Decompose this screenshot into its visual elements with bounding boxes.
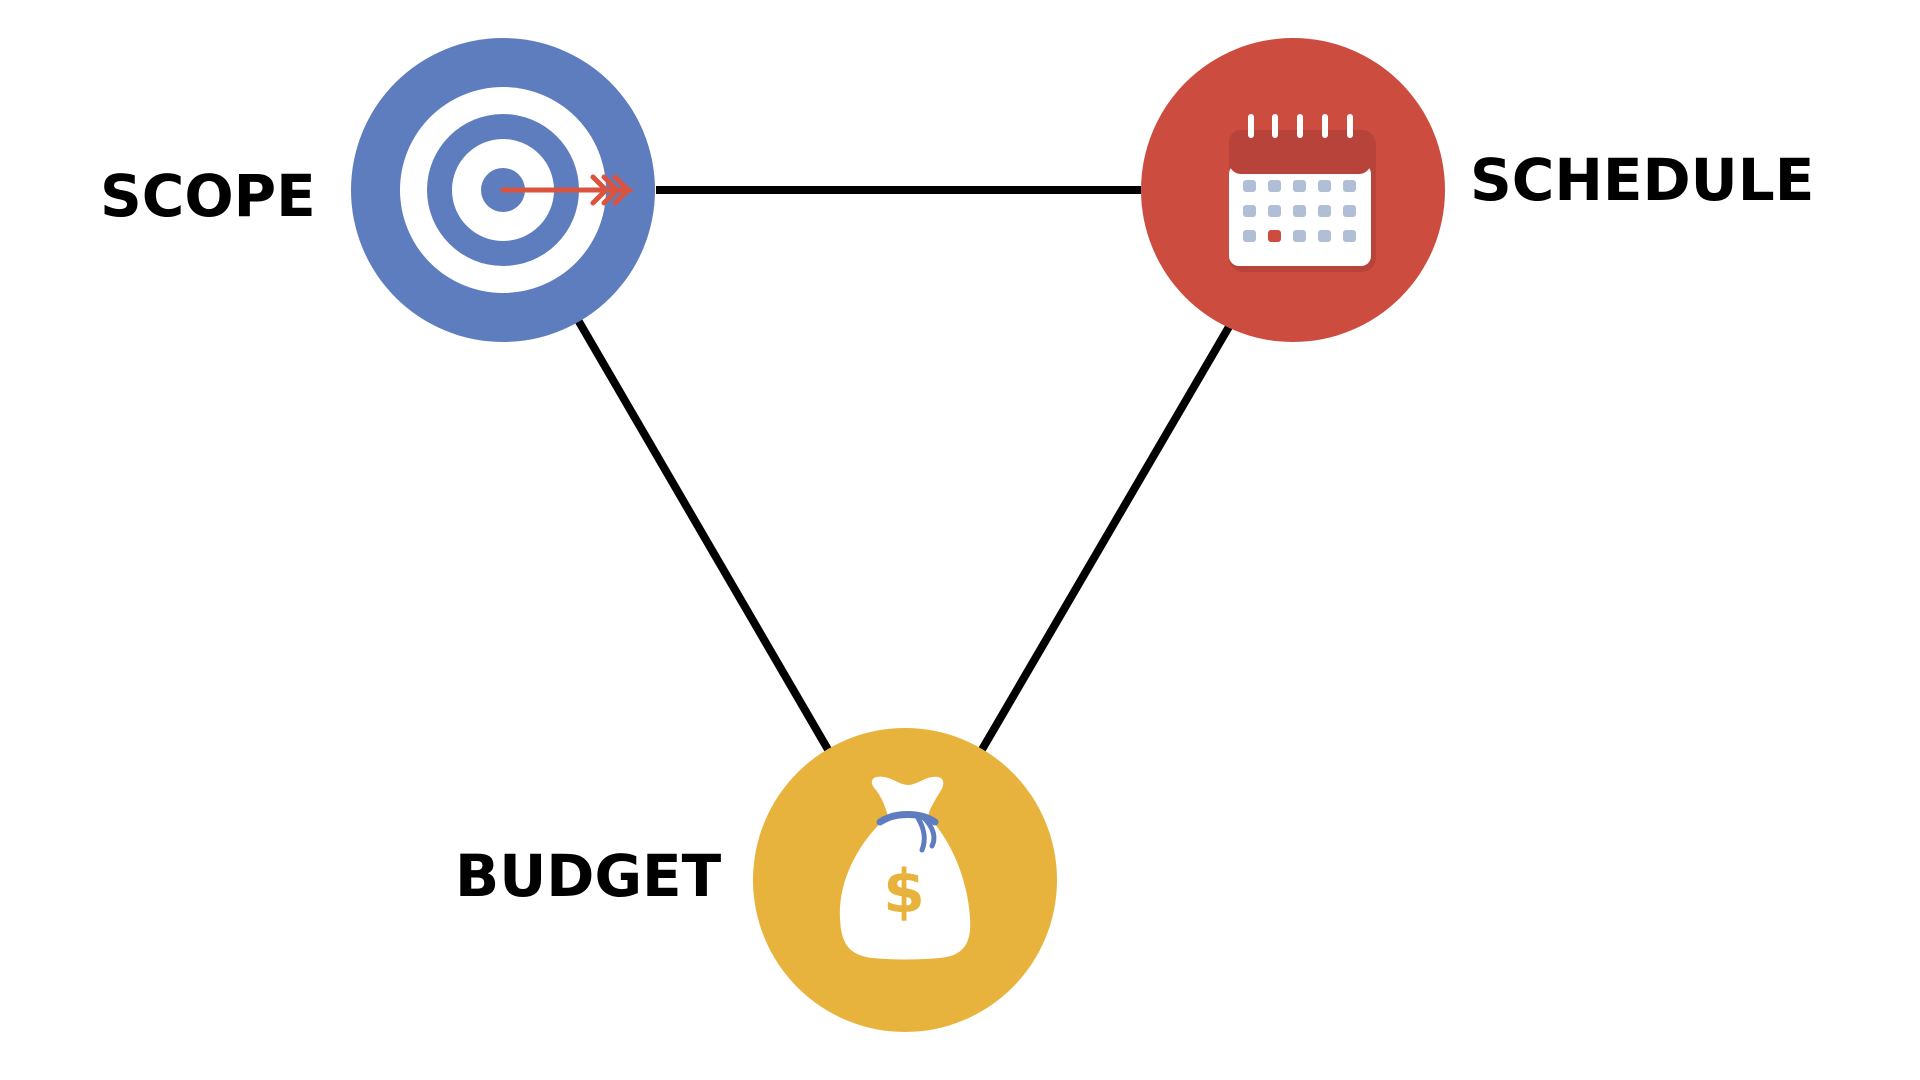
- target-arrow-icon: [400, 87, 633, 293]
- svg-text:$: $: [883, 857, 925, 927]
- budget-label: BUDGET: [455, 842, 722, 910]
- budget-node: $: [753, 728, 1057, 1032]
- scope-node: [351, 38, 655, 342]
- edge-schedule-budget: [976, 322, 1234, 756]
- edge-scope-budget: [574, 317, 834, 756]
- money-bag-icon: $: [839, 776, 971, 960]
- schedule-label: SCHEDULE: [1470, 146, 1814, 214]
- schedule-node: [1141, 38, 1445, 342]
- scope-label: SCOPE: [100, 162, 316, 230]
- calendar-icon: [1229, 114, 1376, 272]
